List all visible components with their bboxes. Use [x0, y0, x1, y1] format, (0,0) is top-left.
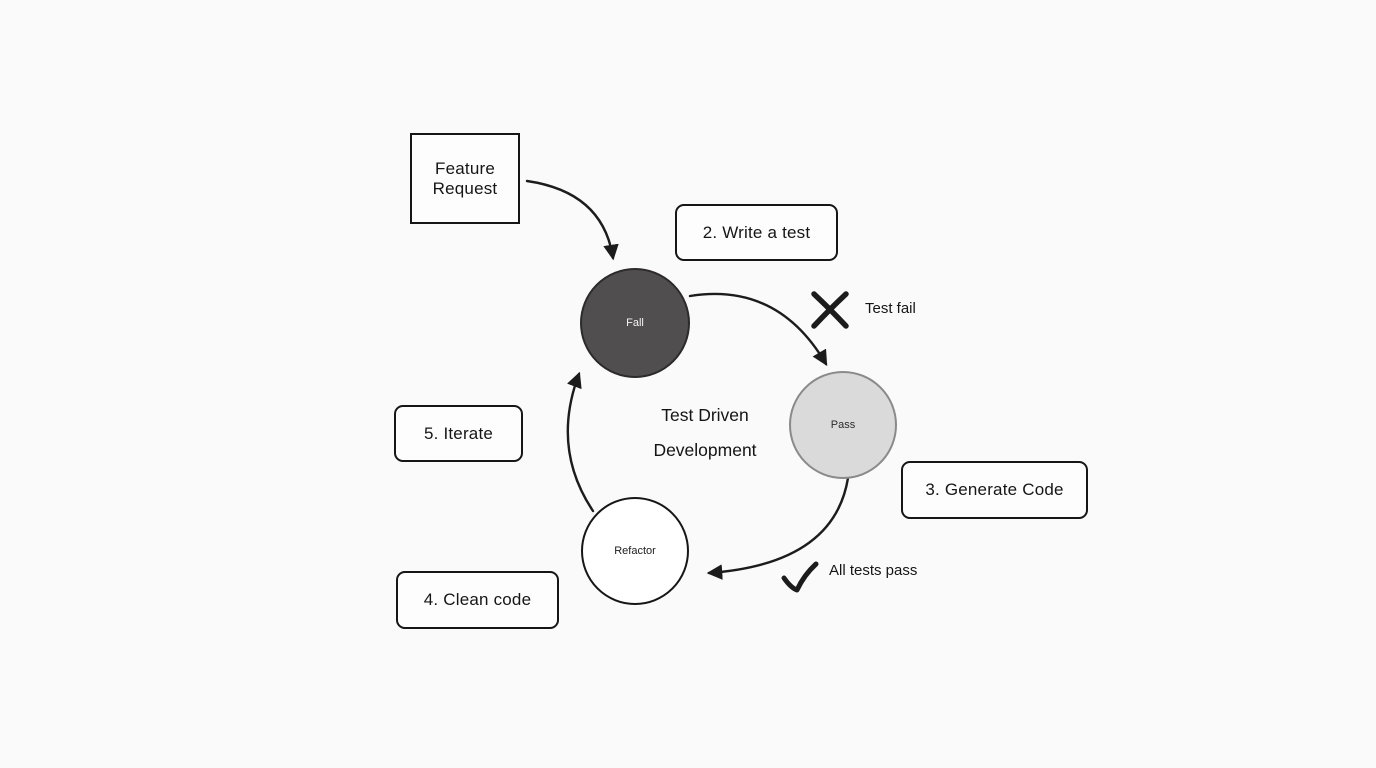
test-fail-annotation: Test fail [865, 300, 916, 317]
diagram-title: Test Driven Development [625, 398, 785, 468]
step-write-test-box: 2. Write a test [675, 204, 838, 261]
step-iterate-box: 5. Iterate [394, 405, 523, 462]
all-tests-pass-check-icon [781, 561, 819, 593]
arrow-pass-to-refactor [706, 476, 850, 580]
step-clean-code-box: 4. Clean code [396, 571, 559, 629]
arrow-refactor-to-fail [566, 371, 595, 513]
test-fail-x-icon [811, 291, 849, 329]
feature-request-label-line1: Feature [435, 158, 495, 178]
feature-request-label: Feature Request [433, 159, 498, 199]
step-generate-code-label: 3. Generate Code [925, 480, 1064, 499]
pass-node-label: Pass [830, 419, 856, 431]
refactor-node-circle: Refactor [581, 497, 689, 605]
refactor-node-label: Refactor [614, 545, 656, 557]
arrow-feature-to-fail [525, 179, 619, 261]
step-clean-code-label: 4. Clean code [423, 590, 532, 609]
arrow-fail-to-pass [688, 292, 828, 367]
feature-request-box: Feature Request [410, 133, 520, 224]
step-iterate-label: 5. Iterate [423, 423, 494, 443]
fail-node-label: Fall [626, 317, 644, 329]
diagram-title-line2: Development [653, 440, 757, 460]
fail-node-circle: Fall [580, 268, 690, 378]
step-write-test-label: 2. Write a test [702, 222, 811, 242]
step-generate-code-box: 3. Generate Code [901, 461, 1088, 519]
pass-node-circle: Pass [789, 371, 897, 479]
all-tests-pass-annotation: All tests pass [829, 562, 918, 579]
diagram-title-line1: Test Driven [661, 405, 749, 425]
feature-request-label-line2: Request [432, 178, 498, 198]
